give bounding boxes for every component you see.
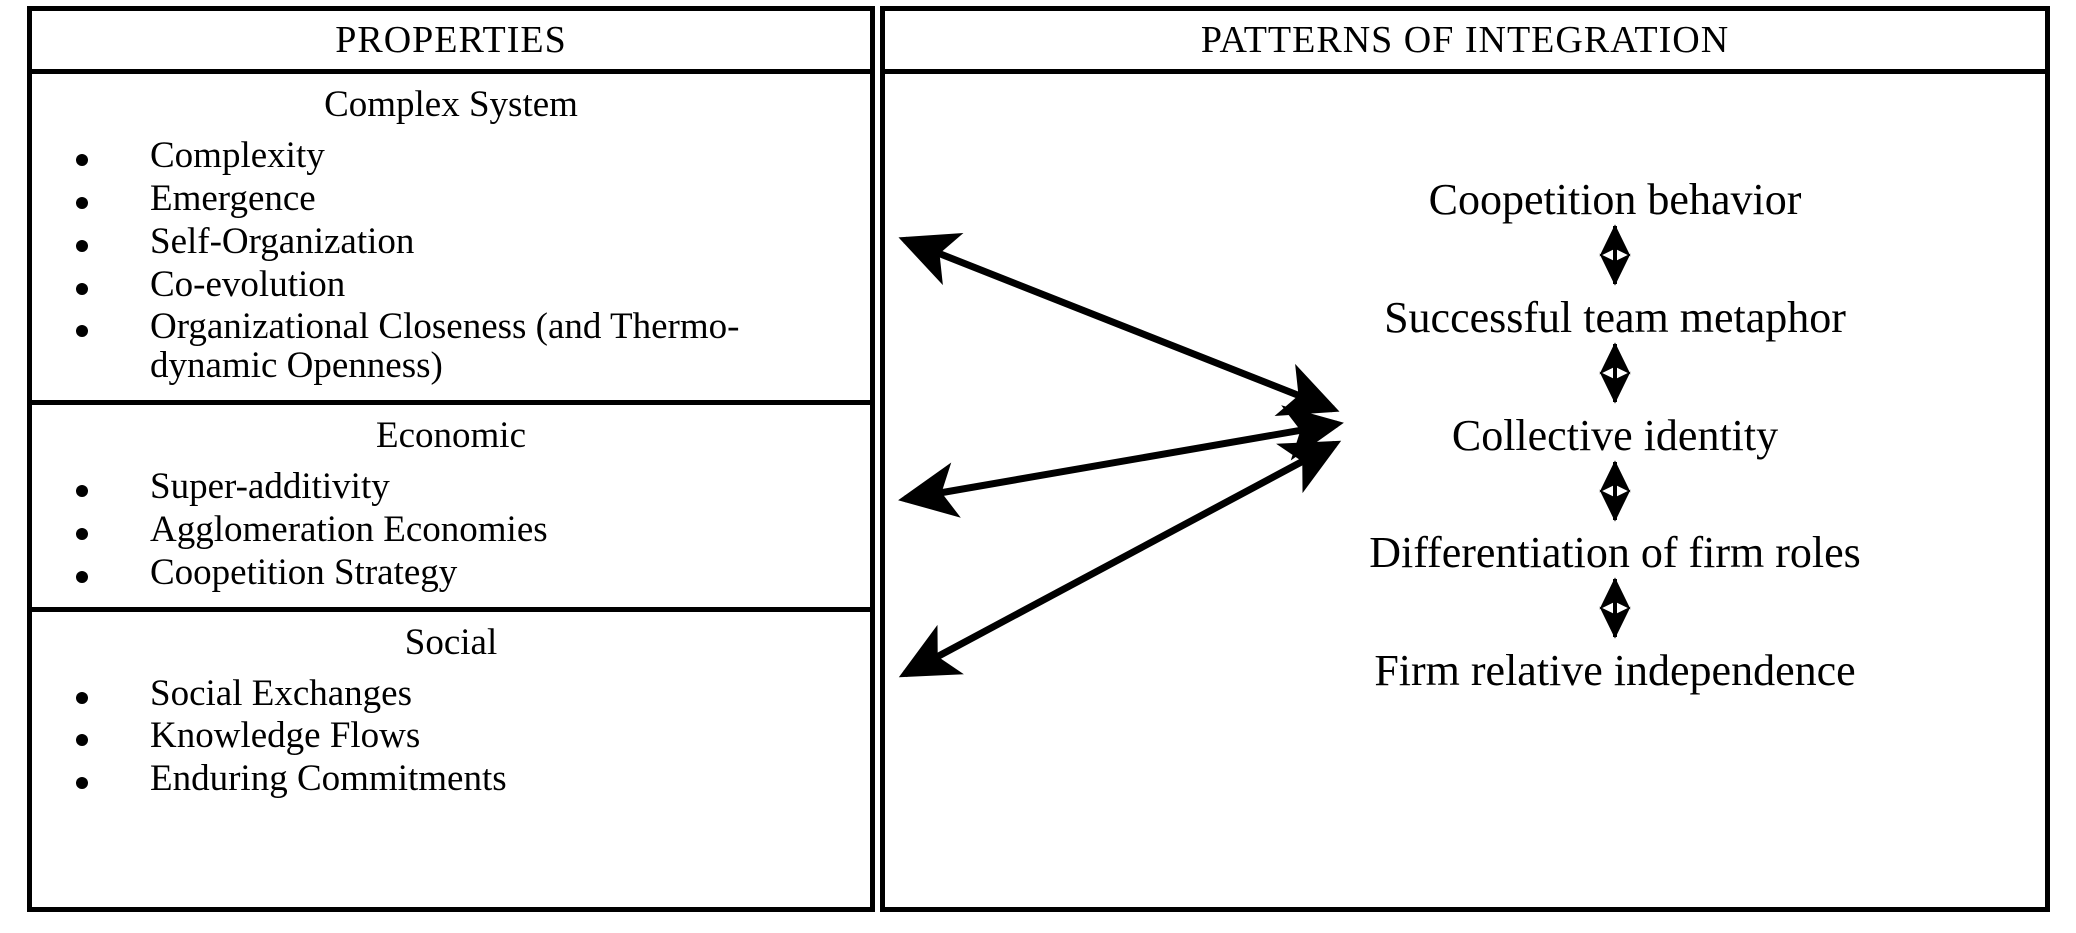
bullet-dot-icon	[76, 777, 88, 790]
section-complex-system-title: Complex System	[324, 84, 578, 125]
cross-links-group	[898, 232, 1344, 678]
properties-table: PROPERTIES Complex System Complexity Eme…	[27, 6, 875, 912]
bullet-dot-icon	[76, 527, 88, 540]
section-economic: Economic Super-additivity Agglomeration …	[32, 405, 870, 612]
bullet-dot-icon	[76, 239, 88, 252]
cross-link-lower	[898, 440, 1342, 678]
list-item: Co-evolution	[32, 263, 856, 305]
section-social-title: Social	[404, 621, 498, 663]
list-item-label: Complexity	[150, 135, 325, 176]
bullet-dot-icon	[76, 325, 88, 338]
bullet-dot-icon	[76, 282, 88, 295]
list-item-label: Social Exchanges	[150, 672, 412, 714]
properties-header-label: PROPERTIES	[335, 19, 567, 61]
patterns-header-label: PATTERNS OF INTEGRATION	[1200, 19, 1730, 61]
list-item: Super-additivity	[32, 466, 856, 508]
list-item-label: Self-Organization	[150, 220, 415, 262]
list-item: Agglomeration Economies	[32, 508, 856, 550]
patterns-diagram: Coopetition behavior Successful team met…	[885, 74, 2045, 912]
list-item: Organizational Closeness (and Thermo-dyn…	[32, 306, 856, 387]
vertical-connectors-group	[1599, 224, 1631, 639]
list-item: Self-Organization	[32, 220, 856, 262]
patterns-panel: PATTERNS OF INTEGRATION	[880, 6, 2050, 912]
bullet-dot-icon	[76, 691, 88, 704]
list-item: Complexity	[32, 135, 856, 176]
properties-header-cell: PROPERTIES	[32, 11, 870, 74]
chain-node-firm-relative-independence: Firm relative independence	[1374, 646, 1856, 695]
list-item-label: Organizational Closeness (and Thermo-dyn…	[150, 306, 740, 387]
chain-node-collective-identity: Collective identity	[1451, 411, 1779, 460]
bullet-dot-icon	[76, 734, 88, 747]
list-item-label: Super-additivity	[150, 466, 390, 508]
bullet-dot-icon	[76, 570, 88, 583]
section-complex-system-list: Complexity Emergence Self-Organization C…	[32, 135, 870, 400]
chain-node-successful-team-metaphor: Successful team metaphor	[1384, 293, 1846, 342]
bullet-dot-icon	[76, 196, 88, 209]
section-economic-title: Economic	[375, 415, 526, 457]
section-complex-system: Complex System Complexity Emergence Self…	[32, 74, 870, 406]
integration-chain: Coopetition behavior Successful team met…	[1185, 74, 2045, 912]
list-item-label: Knowledge Flows	[150, 715, 421, 757]
list-item: Knowledge Flows	[32, 717, 856, 756]
list-item: Enduring Commitments	[32, 758, 856, 800]
list-item: Coopetition Strategy	[32, 551, 856, 593]
list-item-label: Enduring Commitments	[150, 758, 507, 800]
list-item-label: Emergence	[150, 177, 316, 219]
bullet-dot-icon	[76, 485, 88, 498]
list-item-label: Agglomeration Economies	[150, 508, 548, 550]
bullet-dot-icon	[76, 154, 88, 167]
chain-node-differentiation-of-firm-roles: Differentiation of firm roles	[1369, 528, 1861, 577]
patterns-header-cell: PATTERNS OF INTEGRATION	[885, 11, 2045, 74]
section-social-list: Social Exchanges Knowledge Flows Endurin…	[32, 672, 870, 814]
list-item-label: Co-evolution	[150, 263, 346, 305]
list-item: Social Exchanges	[32, 672, 856, 714]
list-item-label: Coopetition Strategy	[150, 551, 458, 593]
section-economic-list: Super-additivity Agglomeration Economies…	[32, 466, 870, 607]
section-social: Social Social Exchanges Knowledge Flows …	[32, 612, 870, 814]
list-item: Emergence	[32, 177, 856, 219]
cross-link-upper	[898, 232, 1340, 417]
chain-node-coopetition-behavior: Coopetition behavior	[1428, 175, 1802, 224]
